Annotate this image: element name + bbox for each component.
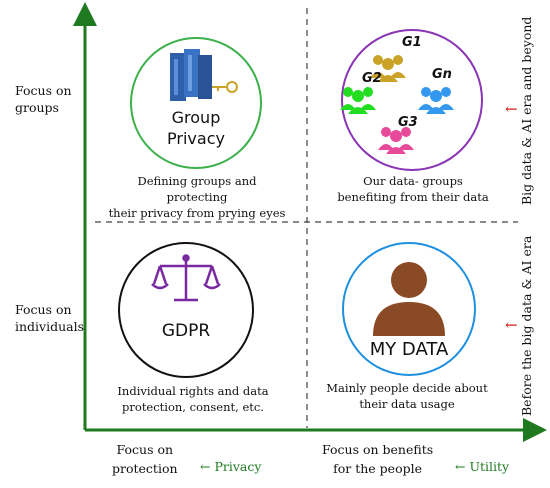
- group-g1-icon: [370, 55, 406, 82]
- caption-group-privacy: Defining groups and protecting their pri…: [108, 174, 286, 221]
- group-g2-icon: [340, 87, 376, 114]
- label-gn: Gn: [432, 67, 452, 82]
- red-arrow-bottom: ←: [505, 316, 518, 334]
- y-label-individuals: Focus on individuals: [15, 302, 85, 334]
- right-label-big-data: Big data & AI era and beyond: [519, 16, 534, 206]
- privacy-box-icon: [170, 49, 212, 101]
- caption-gdpr: Individual rights and data protection, c…: [117, 384, 269, 415]
- label-g2: G2: [362, 71, 382, 86]
- x-label-protection: Focus on protection: [112, 442, 178, 477]
- group-privacy-title-line1: Group: [172, 108, 221, 127]
- my-data-title: MY DATA: [370, 339, 449, 360]
- scales-icon: [151, 254, 221, 302]
- x-arrow-privacy: ← Privacy: [200, 459, 262, 474]
- caption-our-data-groups: Our data- groups benefiting from their d…: [337, 174, 489, 205]
- group-gn-icon: [418, 87, 454, 114]
- person-icon: [373, 262, 445, 336]
- label-g3: G3: [398, 115, 418, 130]
- gdpr-circle: GDPR: [118, 242, 254, 378]
- right-label-before-big-data: Before the big data & AI era: [519, 235, 534, 417]
- group-privacy-circle: Group Privacy: [130, 37, 262, 169]
- key-icon: [212, 81, 238, 93]
- caption-my-data: Mainly people decide about their data us…: [326, 381, 488, 412]
- x-label-benefits: Focus on benefits for the people: [322, 442, 434, 477]
- my-data-circle: MY DATA: [342, 242, 476, 376]
- group-privacy-title-line2: Privacy: [167, 129, 225, 148]
- gdpr-title: GDPR: [162, 321, 211, 341]
- y-label-groups: Focus on groups: [15, 83, 72, 115]
- group-g3-icon: [378, 127, 414, 154]
- label-g1: G1: [402, 35, 422, 50]
- our-data-groups-circle: G1 G2 Gn G3: [340, 29, 483, 171]
- x-arrow-utility: ← Utility: [455, 459, 510, 474]
- red-arrow-top: ←: [505, 100, 518, 118]
